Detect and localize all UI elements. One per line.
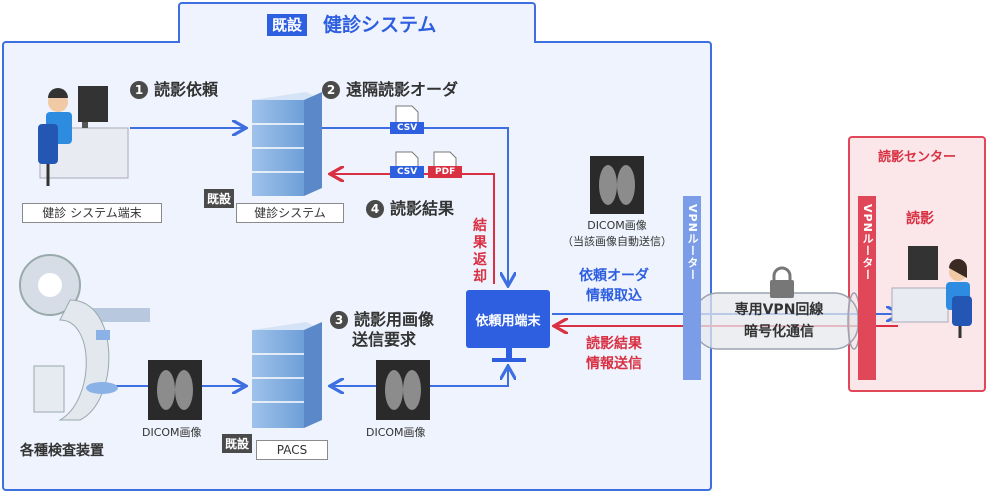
order-import-line1: 依頼オーダ xyxy=(579,268,649,284)
medical-device-icon xyxy=(19,254,150,421)
csv-tag-top: CSV xyxy=(397,123,418,133)
vpn-router-left-bar xyxy=(683,196,701,380)
kenshin-server-icon xyxy=(252,92,322,196)
vpn-tunnel-line1: 専用VPN回線 xyxy=(734,302,824,318)
step-3-number: 3 xyxy=(330,311,348,329)
terminal-label: 健診 システム端末 xyxy=(22,203,162,223)
devices-label: 各種検査装置 xyxy=(20,443,104,459)
step-4-number: 4 xyxy=(366,200,384,218)
vpn-router-right-bar xyxy=(858,196,876,380)
lock-icon xyxy=(770,266,794,298)
step-4-label: 4 読影結果 xyxy=(366,195,454,219)
title-tab-join xyxy=(180,39,534,45)
xray-image-top xyxy=(590,156,644,214)
result-send-line1: 読影結果 xyxy=(586,336,642,352)
pdf-tag: PDF xyxy=(435,167,456,177)
dicom-caption-top: DICOM画像 （当該画像自動送信） xyxy=(562,218,672,250)
dicom-caption-left: DICOM画像 xyxy=(142,426,202,439)
pacs-server-icon xyxy=(252,322,322,428)
csv-document-icon-top xyxy=(390,105,424,134)
reading-doctor-icon xyxy=(891,246,972,338)
reading-label: 読影 xyxy=(906,211,934,227)
request-terminal-label: 依頼用端末 xyxy=(475,314,541,329)
xray-image-left xyxy=(148,360,202,420)
dicom-caption-mid: DICOM画像 xyxy=(366,426,426,439)
reading-center-title: 読影センター xyxy=(877,150,956,165)
kenshin-server-badge: 既設 xyxy=(204,189,235,208)
step-3-label: 3 読影用画像送信要求 xyxy=(330,310,434,350)
operator-desk-icon xyxy=(38,86,129,186)
system-title: 健診システム xyxy=(323,14,437,36)
csv-document-icon-bottom xyxy=(390,151,424,178)
xray-image-mid xyxy=(376,360,430,420)
result-return-label: 結果返却 xyxy=(473,218,487,285)
dicom-caption-top-line2: （当該画像自動送信） xyxy=(562,235,672,248)
result-send-line2: 情報送信 xyxy=(586,356,642,372)
csv-tag-bottom: CSV xyxy=(397,167,418,177)
vpn-tunnel-label: 専用VPN回線暗号化通信 xyxy=(712,299,846,343)
vpn-tunnel-line2: 暗号化通信 xyxy=(744,324,814,340)
order-import-line2: 情報取込 xyxy=(586,288,642,304)
existing-badge: 既設 xyxy=(267,14,308,36)
pacs-badge: 既設 xyxy=(222,434,253,453)
system-title-tab xyxy=(178,2,536,43)
step-1-label: 1 読影依頼 xyxy=(130,76,218,100)
dicom-caption-top-line1: DICOM画像 xyxy=(587,219,647,232)
pdf-document-icon xyxy=(428,151,462,178)
pacs-label: PACS xyxy=(256,440,328,460)
step-4-text: 読影結果 xyxy=(390,199,455,218)
order-import-label: 依頼オーダ情報取込 xyxy=(562,266,666,306)
step-3-text-line1: 読影用画像 xyxy=(354,310,435,329)
result-send-label: 読影結果情報送信 xyxy=(562,334,666,374)
kenshin-system-area xyxy=(2,41,712,491)
request-terminal-icon xyxy=(466,290,550,362)
step-1-number: 1 xyxy=(130,81,148,99)
vpn-router-right-label: VPNルーター xyxy=(861,204,874,281)
arrow-result-return xyxy=(332,174,495,284)
vpn-router-left-label: VPNルーター xyxy=(686,204,699,281)
arrow-order xyxy=(322,127,508,284)
kenshin-server-label: 健診システム xyxy=(236,203,344,223)
step-2-text: 遠隔読影オーダ xyxy=(346,80,459,99)
step-2-label: 2 遠隔読影オーダ xyxy=(322,76,458,100)
step-1-text: 読影依頼 xyxy=(154,80,219,99)
step-2-number: 2 xyxy=(322,81,340,99)
step-3-text-line2: 送信要求 xyxy=(352,330,417,349)
